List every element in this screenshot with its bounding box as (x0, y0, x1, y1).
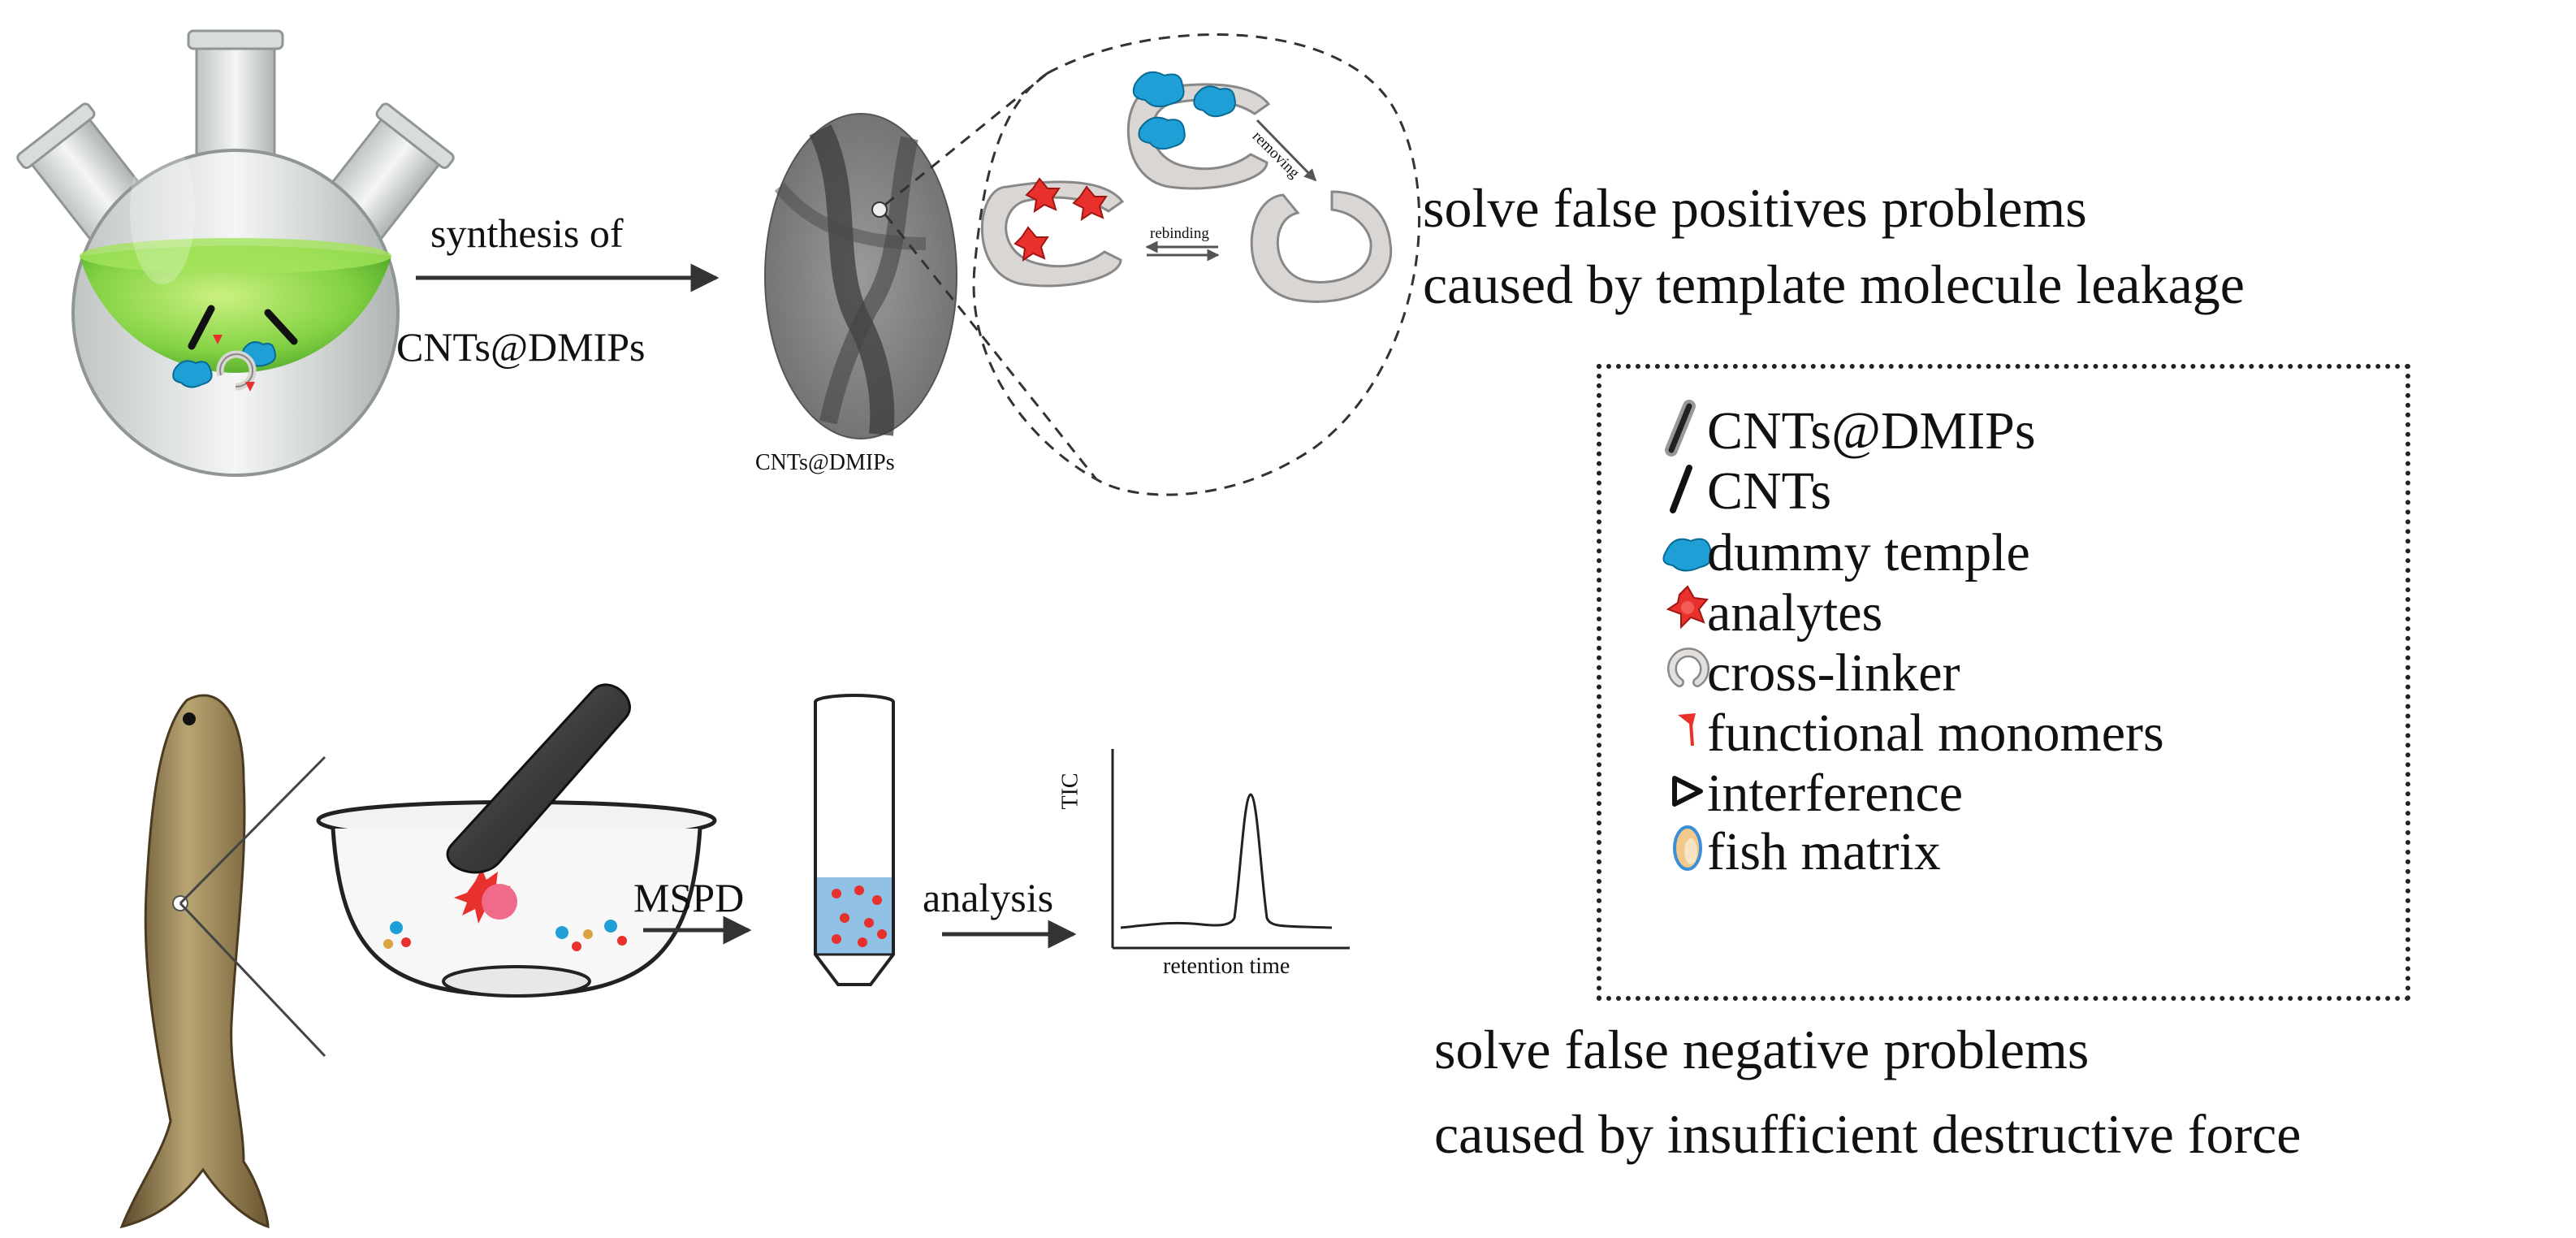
legend-label: cross-linker (1707, 643, 1960, 703)
functional-monomer-icon (1678, 713, 1696, 747)
legend-label: CNTs (1707, 461, 1832, 521)
legend-label: fish matrix (1707, 822, 1941, 881)
analyte-icon (1666, 585, 1709, 630)
chromatogram-x-label: retention time (1163, 954, 1290, 979)
legend-box: CNTs@DMIPs CNTs dummy temple analytes cr… (1597, 364, 2410, 1001)
mspd-label: MSPD (633, 875, 745, 920)
callout-line-top (884, 71, 1048, 206)
chromatogram-trace (1120, 793, 1333, 929)
spe-column (814, 694, 895, 986)
cnts-icon (1670, 465, 1692, 513)
removing-arrow (1256, 119, 1317, 182)
cnts-dmips-icon (1665, 400, 1696, 457)
cavity-with-template (1126, 71, 1271, 190)
legend-label: interference (1707, 764, 1964, 823)
fish-image (119, 694, 270, 1229)
synthesis-label-line2: CNTs@DMIPs (396, 324, 646, 370)
three-neck-flask (16, 29, 455, 477)
bottom-conclusion-line1: solve false negative problems (1434, 1019, 2090, 1080)
legend-label: analytes (1707, 583, 1883, 643)
cavity-with-analytes (980, 177, 1125, 288)
rebinding-label: rebinding (1150, 225, 1209, 242)
tem-image (764, 113, 957, 439)
top-conclusion-line2: caused by template molecule leakage (1423, 253, 2245, 315)
interference-icon (1672, 776, 1703, 807)
legend-icons (1662, 400, 1713, 871)
callout-line-bottom (884, 214, 1098, 480)
tem-caption: CNTs@DMIPs (755, 450, 895, 475)
callout-bubble (972, 33, 1421, 496)
legend-label: CNTs@DMIPs (1707, 401, 2036, 461)
zoom-line-bottom (179, 902, 326, 1058)
bottom-conclusion-line2: caused by insufficient destructive force (1434, 1103, 2302, 1165)
fish-matrix-icon (1673, 825, 1702, 871)
analysis-label: analysis (923, 875, 1054, 920)
legend-label: functional monomers (1707, 703, 2164, 763)
cross-linker-icon (1667, 647, 1709, 687)
chromatogram-y-label: TIC (1057, 773, 1083, 810)
chromatogram (1111, 749, 1350, 950)
mortar-and-pestle (316, 683, 717, 998)
top-conclusion-line1: solve false positives problems (1423, 177, 2087, 239)
zoom-line-top (179, 755, 326, 905)
legend-label: dummy temple (1707, 523, 2030, 582)
synthesis-label-line1: synthesis of (430, 210, 624, 256)
empty-cavity (1250, 190, 1393, 303)
dummy-template-icon (1662, 538, 1713, 572)
